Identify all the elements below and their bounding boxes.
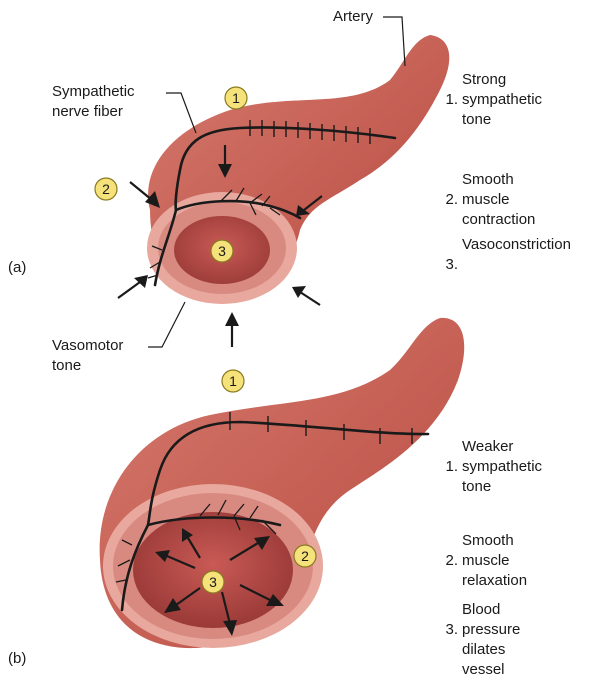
marker-b3: 3 bbox=[202, 571, 224, 593]
marker-a1: 1 bbox=[225, 87, 247, 109]
legend-b-num: 2. bbox=[440, 551, 458, 571]
legend-a-num: 2. bbox=[440, 190, 458, 210]
legend-a-num: 1. bbox=[440, 90, 458, 110]
vessel-b-lumen bbox=[133, 512, 293, 628]
legend-b-text: Smooth muscle relaxation bbox=[462, 531, 527, 591]
legend-b-text: Blood pressure dilates vessel bbox=[462, 600, 520, 680]
vasomotor-tone-label: Vasomotor tone bbox=[52, 336, 123, 376]
legend-b-num: 1. bbox=[440, 457, 458, 477]
marker-b1: 1 bbox=[222, 370, 244, 392]
legend-a-text: Smooth muscle contraction bbox=[462, 170, 535, 230]
legend-b-num: 3. bbox=[440, 620, 458, 640]
legend-a-text: Vasoconstriction bbox=[462, 235, 571, 255]
marker-a3: 3 bbox=[211, 240, 233, 262]
artery-label: Artery bbox=[333, 7, 373, 27]
marker-a3-text: 3 bbox=[218, 243, 226, 259]
marker-b2: 2 bbox=[294, 545, 316, 567]
panel-a-label: (a) bbox=[8, 258, 26, 278]
marker-b2-text: 2 bbox=[301, 548, 309, 564]
marker-b3-text: 3 bbox=[209, 574, 217, 590]
marker-b1-text: 1 bbox=[229, 373, 237, 389]
sympathetic-fiber-label: Sympathetic nerve fiber bbox=[52, 82, 135, 122]
legend-a-num: 3. bbox=[440, 255, 458, 275]
marker-a2: 2 bbox=[95, 178, 117, 200]
marker-a2-text: 2 bbox=[102, 181, 110, 197]
vessel-a bbox=[147, 35, 449, 304]
panel-b-label: (b) bbox=[8, 649, 26, 669]
marker-a1-text: 1 bbox=[232, 90, 240, 106]
vessel-b bbox=[100, 318, 465, 648]
legend-b-text: Weaker sympathetic tone bbox=[462, 437, 542, 497]
legend-a-text: Strong sympathetic tone bbox=[462, 70, 542, 130]
